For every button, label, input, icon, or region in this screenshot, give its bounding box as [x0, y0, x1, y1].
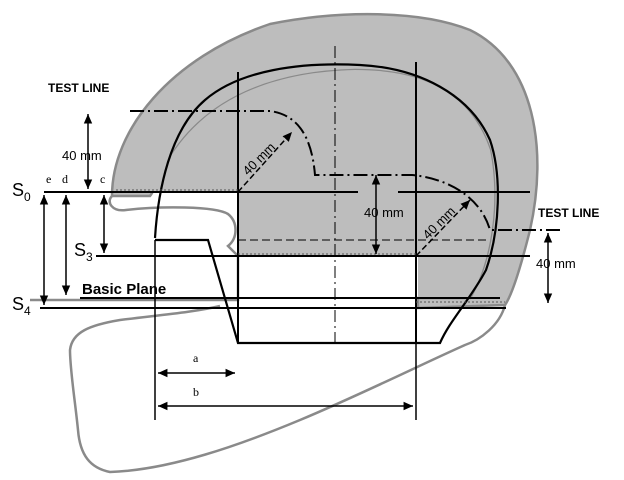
label-c: c [100, 172, 105, 186]
s3-label: S3 [74, 240, 93, 264]
test-line-right-label: TEST LINE [538, 206, 599, 220]
radius-right-arrow [415, 199, 471, 257]
label-a: a [193, 351, 199, 365]
test-line-left-label: TEST LINE [48, 81, 109, 95]
dim-left-40mm: 40 mm [62, 148, 102, 163]
dim-center-40mm: 40 mm [364, 205, 404, 220]
label-d: d [62, 172, 68, 186]
test-line-path [130, 110, 560, 231]
basic-plane-label: Basic Plane [82, 281, 166, 298]
label-e: e [46, 172, 51, 186]
radius-left-arrow [237, 131, 293, 193]
helmet-shell-top [116, 70, 495, 298]
helmet-chin-bar [30, 195, 507, 474]
label-b: b [193, 385, 199, 399]
dim-right-40mm: 40 mm [536, 256, 576, 271]
s4-label: S4 [12, 294, 31, 318]
s0-label: S0 [12, 180, 31, 204]
head-form-outline [153, 63, 499, 345]
